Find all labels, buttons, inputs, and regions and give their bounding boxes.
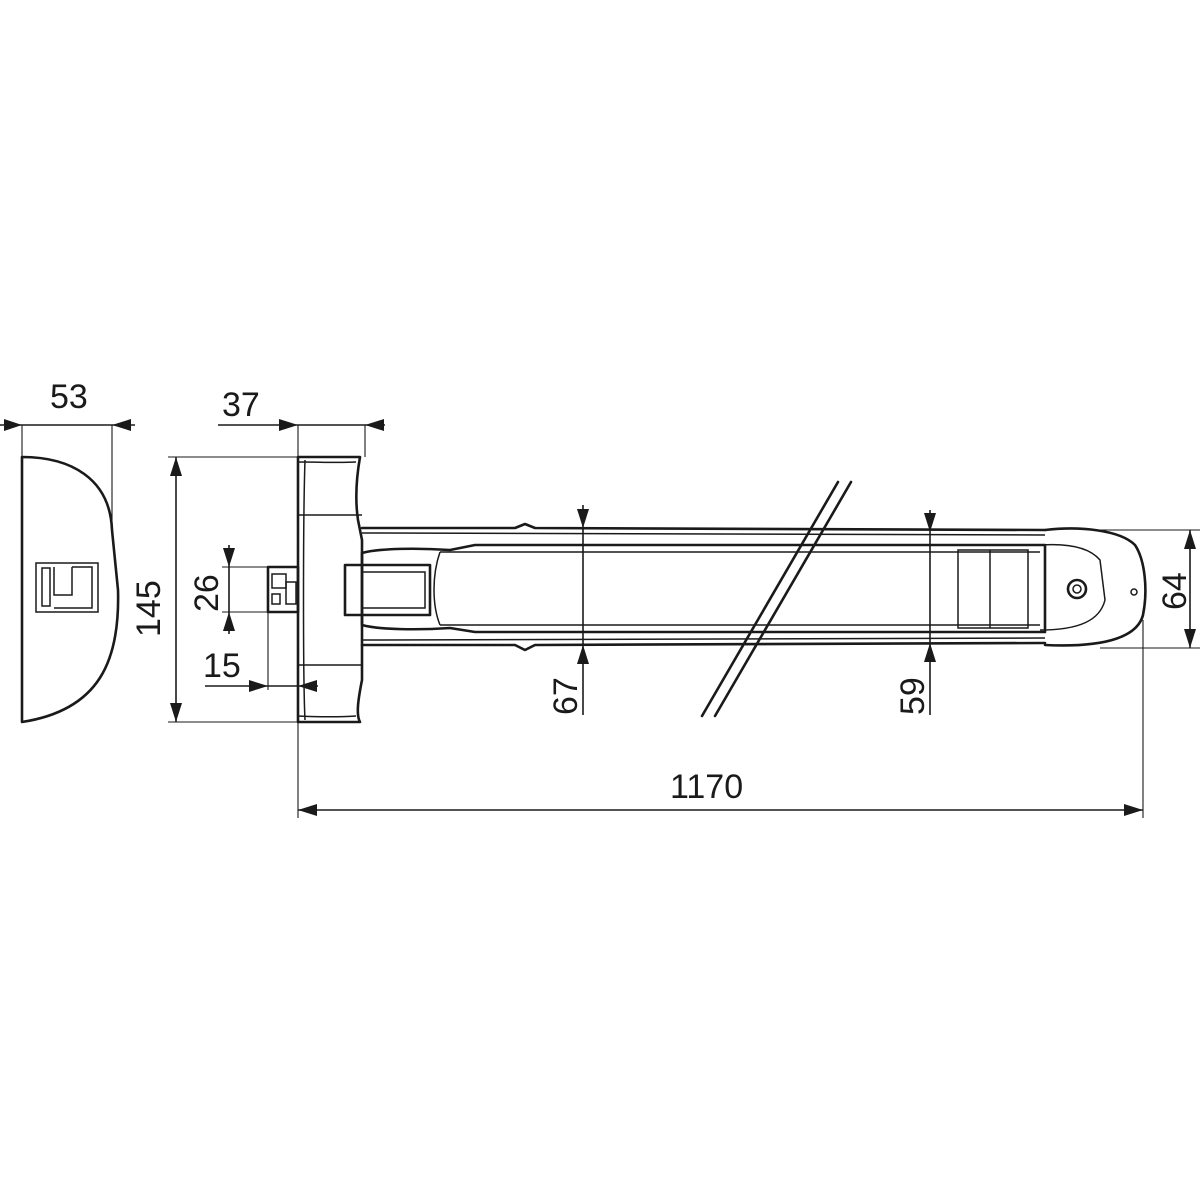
dimension-bar-height-right: 59 — [894, 510, 936, 715]
overall-length-label: 1170 — [670, 768, 743, 806]
push-bar-body — [343, 522, 1147, 652]
dimension-bracket-depth: 37 — [218, 386, 385, 457]
latch-offset-label: 15 — [203, 647, 241, 685]
bracket-depth-label: 37 — [222, 386, 260, 424]
end-cap-side-view — [20, 455, 120, 724]
dimension-latch-offset: 15 — [203, 612, 318, 692]
latch-bolt — [266, 565, 300, 614]
overall-height-label: 145 — [130, 580, 168, 637]
break-lines — [700, 480, 853, 718]
latch-height-label: 26 — [188, 574, 226, 612]
dimension-end-cap-height: 64 — [1100, 529, 1200, 649]
dimension-latch-height: 26 — [188, 545, 268, 634]
bar-height-right-label: 59 — [894, 677, 932, 715]
dimension-bar-height-left: 67 — [538, 505, 589, 715]
dimension-end-cap-depth: 53 — [0, 378, 135, 530]
mounting-bracket — [296, 455, 364, 724]
dimension-overall-length: 1170 — [297, 620, 1144, 818]
end-cap-depth-label: 53 — [50, 378, 88, 416]
end-cap-height-label: 64 — [1156, 572, 1194, 610]
dimension-overall-height: 145 — [130, 456, 298, 723]
bar-height-left-label: 67 — [547, 677, 585, 715]
